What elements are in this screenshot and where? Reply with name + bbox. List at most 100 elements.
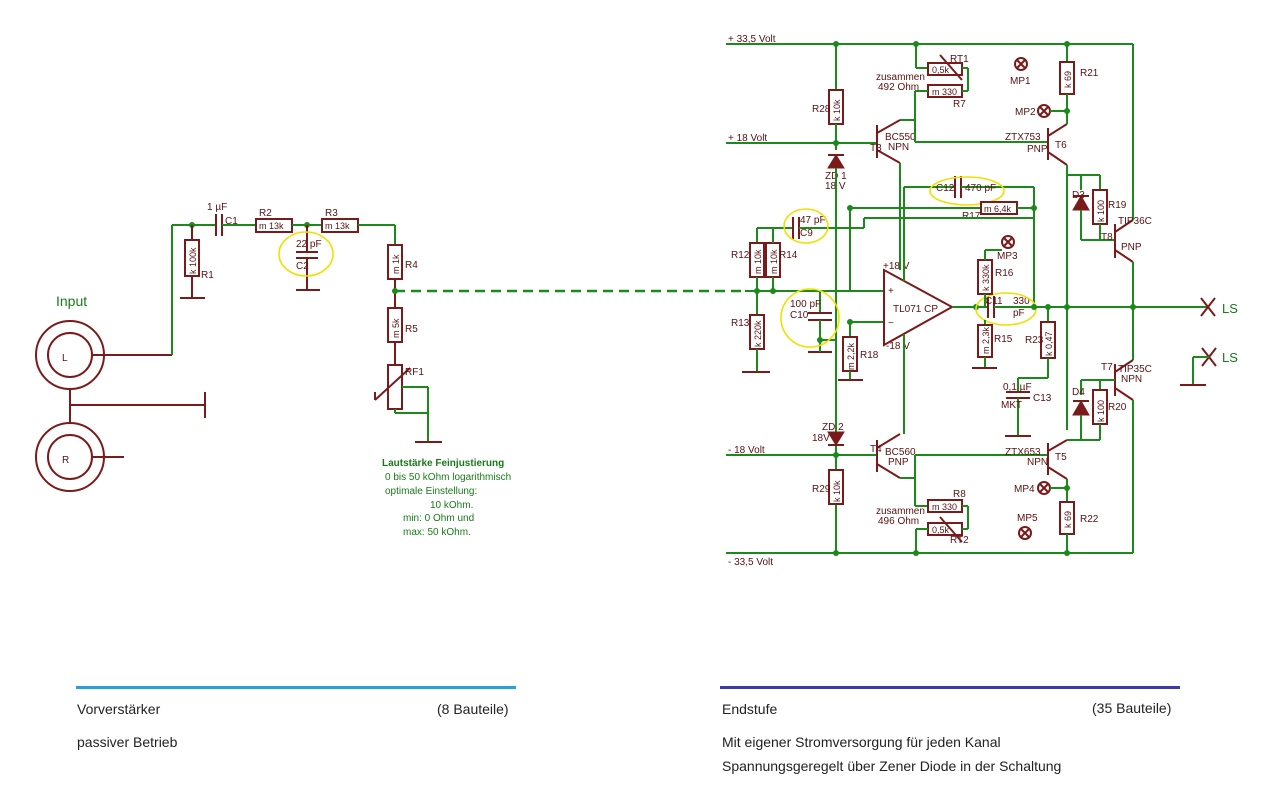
- jack-r-label: R: [62, 455, 69, 466]
- t6-pol: PNP: [1027, 144, 1048, 155]
- t3-label: T3: [870, 143, 882, 154]
- t5-pol: NPN: [1027, 457, 1048, 468]
- r1-label: R1: [201, 270, 214, 281]
- r5-value: m 5k: [391, 318, 401, 338]
- input-jacks: Input L R: [35, 293, 206, 492]
- c1-label: C1: [225, 216, 238, 227]
- amp-description-2: Spannungsgeregelt über Zener Diode in de…: [722, 758, 1062, 774]
- r7-label: R7: [953, 99, 966, 110]
- t6-type: ZTX753: [1005, 132, 1041, 143]
- rt1-label: RT1: [950, 54, 969, 65]
- zd2-value: 18V: [812, 433, 830, 444]
- note-line-4: min: 0 Ohm und: [403, 513, 474, 524]
- note-line-2: optimale Einstellung:: [385, 486, 477, 497]
- rail-pos18: + 18 Volt: [728, 133, 767, 144]
- mp1-label: MP1: [1010, 76, 1031, 87]
- rt1-value: 0,5k: [932, 65, 950, 75]
- preamp-divider: [76, 686, 516, 689]
- r4-value: m 1k: [391, 254, 401, 274]
- zus2-value: 496 Ohm: [878, 516, 919, 527]
- amp-title: Endstufe: [722, 701, 778, 717]
- t5-label: T5: [1055, 452, 1067, 463]
- c10-label: C10: [790, 310, 809, 321]
- t3-type: BC550: [885, 132, 916, 143]
- rail-neg18: - 18 Volt: [728, 445, 765, 456]
- input-title: Input: [56, 293, 87, 309]
- r4-label: R4: [405, 260, 418, 271]
- c11-unit: pF: [1013, 308, 1025, 319]
- zus1-value: 492 Ohm: [878, 82, 919, 93]
- c12-value: 470 pF: [965, 183, 996, 194]
- t7-pol: NPN: [1121, 374, 1142, 385]
- r28-value: k 10k: [832, 99, 842, 121]
- r20-value: k 100: [1096, 400, 1106, 422]
- op-minus: −: [888, 318, 894, 329]
- t4-pol: PNP: [888, 457, 909, 468]
- r18-value: m 2,2k: [846, 342, 856, 370]
- note-line-1: 0 bis 50 kOhm logarithmisch: [385, 472, 511, 483]
- zd2-label: ZD 2: [822, 422, 844, 433]
- c13-type: MKT: [1001, 400, 1022, 411]
- r7-value: m 330: [932, 87, 957, 97]
- op-neg-supply: -18 V: [886, 341, 910, 352]
- amp-description-1: Mit eigener Stromversorgung für jeden Ka…: [722, 734, 1001, 750]
- c12-label: C12: [936, 183, 955, 194]
- c11-label: C11: [985, 296, 1003, 307]
- r13-value: k 220k: [753, 320, 763, 347]
- preamp-description: passiver Betrieb: [77, 734, 178, 750]
- d3-label: D3: [1072, 190, 1085, 201]
- mp3-label: MP3: [997, 251, 1018, 262]
- c2-label: C2: [296, 261, 309, 272]
- jack-l-label: L: [62, 353, 68, 364]
- c10-value: 100 pF: [790, 299, 821, 310]
- t4-type: BC560: [885, 447, 916, 458]
- c2-value: 22 pF: [296, 239, 322, 250]
- zus2-label: zusammen: [876, 506, 925, 517]
- c13-label: C13: [1033, 393, 1052, 404]
- preamp-title: Vorverstärker: [77, 701, 161, 717]
- r18-label: R18: [860, 350, 879, 361]
- r21-value: k 69: [1063, 71, 1073, 88]
- note-title: Lautstärke Feinjustierung: [382, 458, 504, 469]
- mp5-label: MP5: [1017, 513, 1038, 524]
- d4-label: D4: [1072, 387, 1085, 398]
- r16-value: k 330k: [981, 264, 991, 291]
- r19-value: k 100: [1096, 200, 1106, 222]
- r3-value: m 13k: [325, 221, 350, 231]
- t4-label: T4: [870, 444, 882, 455]
- op-name: TL071 CP: [893, 304, 938, 315]
- amp-count: (35 Bauteile): [1092, 700, 1172, 716]
- r14-label: R14: [779, 250, 798, 261]
- r22-label: R22: [1080, 514, 1099, 525]
- r23-value: k 0,47: [1044, 331, 1054, 356]
- r12-label: R12: [731, 250, 750, 261]
- r3-label: R3: [325, 208, 338, 219]
- mp4-label: MP4: [1014, 484, 1035, 495]
- r5-label: R5: [405, 324, 418, 335]
- op-pos-supply: +18 V: [883, 261, 910, 272]
- t7-type: TIP35C: [1118, 364, 1152, 375]
- r2-label: R2: [259, 208, 272, 219]
- rail-pos33: + 33,5 Volt: [728, 34, 776, 45]
- t7-label: T7: [1101, 362, 1113, 373]
- r8-value: m 330: [932, 502, 957, 512]
- r2-value: m 13k: [259, 221, 284, 231]
- power-amp: + 33,5 Volt + 18 Volt - 18 Volt - 33,5 V…: [726, 34, 1238, 568]
- r28-label: R28: [812, 104, 831, 115]
- r17-label: R17: [962, 211, 981, 222]
- c13-value: 0,1 µF: [1003, 382, 1032, 393]
- r15-value: m 2,3k: [981, 326, 991, 354]
- preamp-count: (8 Bauteile): [437, 701, 509, 717]
- ls-label-2: LS: [1222, 350, 1238, 365]
- rail-neg33: - 33,5 Volt: [728, 557, 773, 568]
- note-line-3: 10 kOhm.: [430, 500, 473, 511]
- t8-label: T8: [1101, 232, 1113, 243]
- c1-value: 1 µF: [207, 202, 227, 213]
- r23-label: R23: [1025, 335, 1044, 346]
- r20-label: R20: [1108, 402, 1127, 413]
- c9-label: C9: [800, 228, 813, 239]
- c11-value: 330: [1013, 296, 1030, 307]
- t8-pol: PNP: [1121, 242, 1142, 253]
- t3-pol: NPN: [888, 142, 909, 153]
